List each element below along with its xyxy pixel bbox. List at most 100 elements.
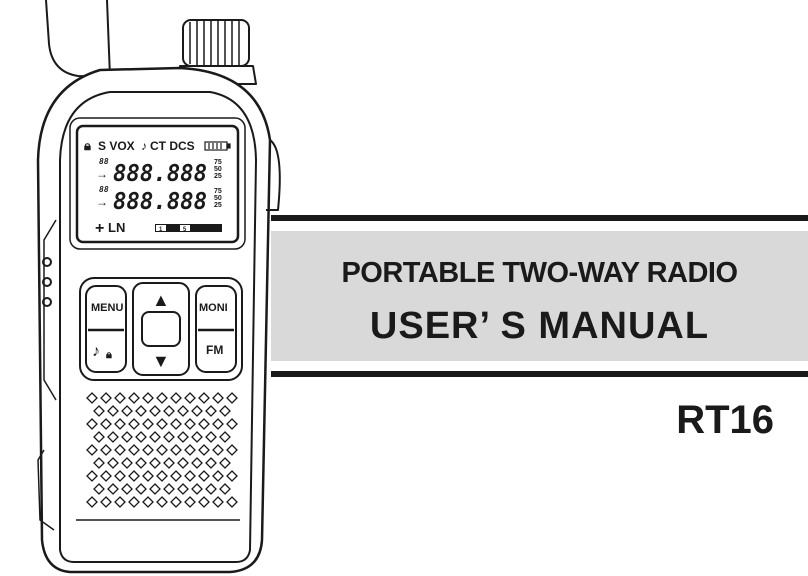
grille-hole [114,470,126,482]
grille-hole [170,418,182,430]
bottom-rule [271,371,808,377]
lcd-bottom-indicators: LN [108,220,125,235]
arrow-down-icon: ▼ [152,351,170,371]
grille-hole [86,496,98,508]
grille-hole [212,444,224,456]
grille-hole [163,431,175,443]
grille-hole [191,405,203,417]
music-note-icon: ♪ [141,139,147,153]
grille-hole [142,444,154,456]
grille-hole [198,392,210,404]
grille-hole [93,483,105,495]
grille-hole [177,457,189,469]
music-note-icon-key: ♪ [92,343,100,360]
dpad-key [132,282,190,376]
grille-hole [121,483,133,495]
grille-hole [142,392,154,404]
grille-hole [205,431,217,443]
grille-hole [212,496,224,508]
menu-key [85,285,127,373]
grille-hole [100,496,112,508]
fm-key-label: FM [206,343,223,357]
grille-hole [135,457,147,469]
grille-hole [107,431,119,443]
grille-hole [219,483,231,495]
lcd-content: 🔒︎ S VOX ♪ CT DCS 88 → 888.888 75 50 25 … [84,138,231,237]
grille-hole [93,457,105,469]
grille-hole [219,431,231,443]
grille-hole [149,457,161,469]
lcd-step-1a: 75 [214,159,222,166]
grille-hole [156,444,168,456]
grille-hole [93,431,105,443]
grille-hole [226,496,238,508]
grille-hole [100,392,112,404]
grille-hole [114,444,126,456]
arrow-right-icon-1: → [96,167,108,181]
grille-hole [121,405,133,417]
grille-hole [163,483,175,495]
grille-hole [128,392,140,404]
grille-hole [114,392,126,404]
lcd-step-1b: 50 [214,166,222,173]
lcd-small-digits-1: 88 [99,157,109,166]
grille-hole [219,457,231,469]
plus-icon: + [95,220,104,237]
grille-hole [226,470,238,482]
moni-key-label: MONI [199,302,228,314]
radio-illustration: 🔒︎ S VOX ♪ CT DCS 88 → 888.888 75 50 25 … [36,0,281,574]
grille-hole [156,496,168,508]
grille-hole [191,483,203,495]
grille-hole [128,496,140,508]
grille-hole [226,444,238,456]
grille-hole [156,470,168,482]
grille-hole [142,470,154,482]
signal-meter-mark-5: 5 [183,227,187,233]
grille-hole [184,418,196,430]
grille-hole [128,418,140,430]
grille-hole [86,392,98,404]
radio-front-panel [59,91,257,563]
grille-hole [191,457,203,469]
grille-hole [156,392,168,404]
menu-key-label: MENU [91,302,123,314]
signal-meter-mark-1: 1 [159,227,163,233]
grille-hole [142,418,154,430]
grille-hole [170,444,182,456]
lcd-screen [75,124,240,244]
arrow-up-icon: ▲ [152,290,170,310]
grille-hole [135,431,147,443]
grille-hole [100,418,112,430]
lcd-step-2a: 75 [214,188,222,195]
grille-hole [86,444,98,456]
lcd-step-2b: 50 [214,195,222,202]
grille-hole [170,392,182,404]
signal-meter: 1 5 [155,224,222,233]
model-number: RT16 [676,398,774,442]
grille-hole [177,405,189,417]
grille-hole [184,496,196,508]
lock-icon: 🔒︎ [84,138,91,153]
grille-hole [205,483,217,495]
grille-hole [219,405,231,417]
grille-hole [226,392,238,404]
lcd-frequency-2: 888.888 [113,189,207,215]
grille-hole [170,470,182,482]
moni-key [195,285,237,373]
speaker-grille [86,392,238,508]
keypad-frame [79,277,243,381]
grille-hole [107,483,119,495]
grille-hole [121,457,133,469]
manual-subtitle: PORTABLE TWO-WAY RADIO [341,257,738,289]
grille-hole [142,496,154,508]
grille-hole [184,392,196,404]
grille-hole [100,470,112,482]
grille-hole [212,470,224,482]
grille-hole [205,405,217,417]
lcd-ct-dcs-label: CT DCS [150,139,195,153]
grille-hole [114,496,126,508]
grille-hole [86,470,98,482]
grille-hole [93,405,105,417]
grille-hole [198,496,210,508]
grille-hole [156,418,168,430]
